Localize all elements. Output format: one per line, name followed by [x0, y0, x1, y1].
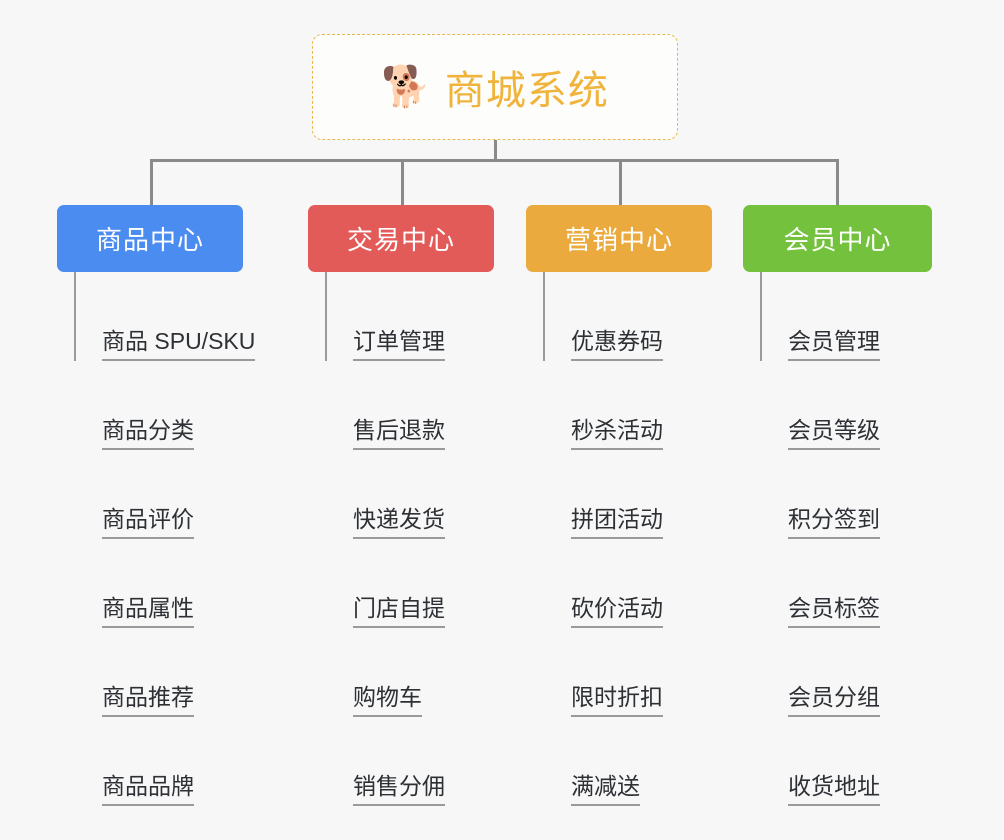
root-node-title: 商城系统 — [444, 69, 609, 113]
leaf-label: 会员分组 — [788, 684, 880, 717]
category-header-product[interactable]: 商品中心 — [57, 205, 243, 272]
leaf-label: 门店自提 — [353, 595, 445, 628]
list-item[interactable]: 销售分佣 — [308, 717, 528, 806]
category-column-marketing: 营销中心 优惠券码 秒杀活动 拼团活动 砍价活动 限时折扣 满减送 — [526, 205, 746, 806]
list-item[interactable]: 会员管理 — [743, 272, 963, 361]
list-item[interactable]: 限时折扣 — [526, 628, 746, 717]
leaf-label: 商品品牌 — [102, 773, 194, 806]
leaf-label: 会员管理 — [788, 328, 880, 361]
leaf-label: 满减送 — [571, 773, 640, 806]
list-item[interactable]: 门店自提 — [308, 539, 528, 628]
category-column-member: 会员中心 会员管理 会员等级 积分签到 会员标签 会员分组 收货地址 — [743, 205, 963, 806]
leaf-label: 收货地址 — [788, 773, 880, 806]
leaf-label: 商品推荐 — [102, 684, 194, 717]
list-item[interactable]: 售后退款 — [308, 361, 528, 450]
branch-spine-marketing — [543, 272, 545, 361]
leaf-label: 订单管理 — [353, 328, 445, 361]
root-node-mall-system[interactable]: 🐕 商城系统 — [312, 34, 678, 140]
connector-root-stem — [494, 140, 497, 161]
list-item[interactable]: 积分签到 — [743, 450, 963, 539]
leaf-label: 会员标签 — [788, 595, 880, 628]
category-header-trade[interactable]: 交易中心 — [308, 205, 494, 272]
leaf-label: 优惠券码 — [571, 328, 663, 361]
leaf-label: 拼团活动 — [571, 506, 663, 539]
category-column-product: 商品中心 商品 SPU/SKU 商品分类 商品评价 商品属性 商品推荐 商品品牌 — [57, 205, 277, 806]
branch-spine-member — [760, 272, 762, 361]
branch-spine-trade — [325, 272, 327, 361]
connector-drop-4 — [836, 159, 839, 205]
leaf-label: 快递发货 — [353, 506, 445, 539]
list-item[interactable]: 商品 SPU/SKU — [57, 272, 277, 361]
leaf-list-trade: 订单管理 售后退款 快递发货 门店自提 购物车 销售分佣 — [308, 272, 528, 806]
shiba-dog-face-icon: 🐕 — [381, 65, 431, 109]
category-header-marketing[interactable]: 营销中心 — [526, 205, 712, 272]
leaf-label: 商品评价 — [102, 506, 194, 539]
list-item[interactable]: 快递发货 — [308, 450, 528, 539]
leaf-label: 会员等级 — [788, 417, 880, 450]
leaf-label: 砍价活动 — [571, 595, 663, 628]
list-item[interactable]: 秒杀活动 — [526, 361, 746, 450]
leaf-label: 积分签到 — [788, 506, 880, 539]
category-title: 商品中心 — [95, 225, 204, 255]
category-title: 会员中心 — [783, 225, 892, 255]
leaf-list-member: 会员管理 会员等级 积分签到 会员标签 会员分组 收货地址 — [743, 272, 963, 806]
list-item[interactable]: 拼团活动 — [526, 450, 746, 539]
list-item[interactable]: 会员等级 — [743, 361, 963, 450]
list-item[interactable]: 商品分类 — [57, 361, 277, 450]
list-item[interactable]: 收货地址 — [743, 717, 963, 806]
leaf-label: 限时折扣 — [571, 684, 663, 717]
category-title: 交易中心 — [346, 225, 455, 255]
category-header-member[interactable]: 会员中心 — [743, 205, 932, 272]
leaf-label: 购物车 — [353, 684, 422, 717]
list-item[interactable]: 满减送 — [526, 717, 746, 806]
leaf-list-product: 商品 SPU/SKU 商品分类 商品评价 商品属性 商品推荐 商品品牌 — [57, 272, 277, 806]
list-item[interactable]: 商品品牌 — [57, 717, 277, 806]
list-item[interactable]: 会员标签 — [743, 539, 963, 628]
list-item[interactable]: 商品推荐 — [57, 628, 277, 717]
list-item[interactable]: 购物车 — [308, 628, 528, 717]
list-item[interactable]: 优惠券码 — [526, 272, 746, 361]
leaf-label: 秒杀活动 — [571, 417, 663, 450]
category-title: 营销中心 — [564, 225, 673, 255]
leaf-list-marketing: 优惠券码 秒杀活动 拼团活动 砍价活动 限时折扣 满减送 — [526, 272, 746, 806]
leaf-label: 商品属性 — [102, 595, 194, 628]
list-item[interactable]: 会员分组 — [743, 628, 963, 717]
connector-drop-1 — [150, 159, 153, 205]
category-column-trade: 交易中心 订单管理 售后退款 快递发货 门店自提 购物车 销售分佣 — [308, 205, 528, 806]
category-columns: 商品中心 商品 SPU/SKU 商品分类 商品评价 商品属性 商品推荐 商品品牌… — [0, 205, 1004, 840]
leaf-label: 销售分佣 — [353, 773, 445, 806]
list-item[interactable]: 商品属性 — [57, 539, 277, 628]
connector-horizontal-bus — [150, 159, 838, 162]
list-item[interactable]: 砍价活动 — [526, 539, 746, 628]
list-item[interactable]: 订单管理 — [308, 272, 528, 361]
leaf-label: 售后退款 — [353, 417, 445, 450]
list-item[interactable]: 商品评价 — [57, 450, 277, 539]
branch-spine-product — [74, 272, 76, 361]
connector-drop-2 — [401, 159, 404, 205]
connector-drop-3 — [619, 159, 622, 205]
leaf-label: 商品 SPU/SKU — [102, 328, 256, 361]
leaf-label: 商品分类 — [102, 417, 194, 450]
